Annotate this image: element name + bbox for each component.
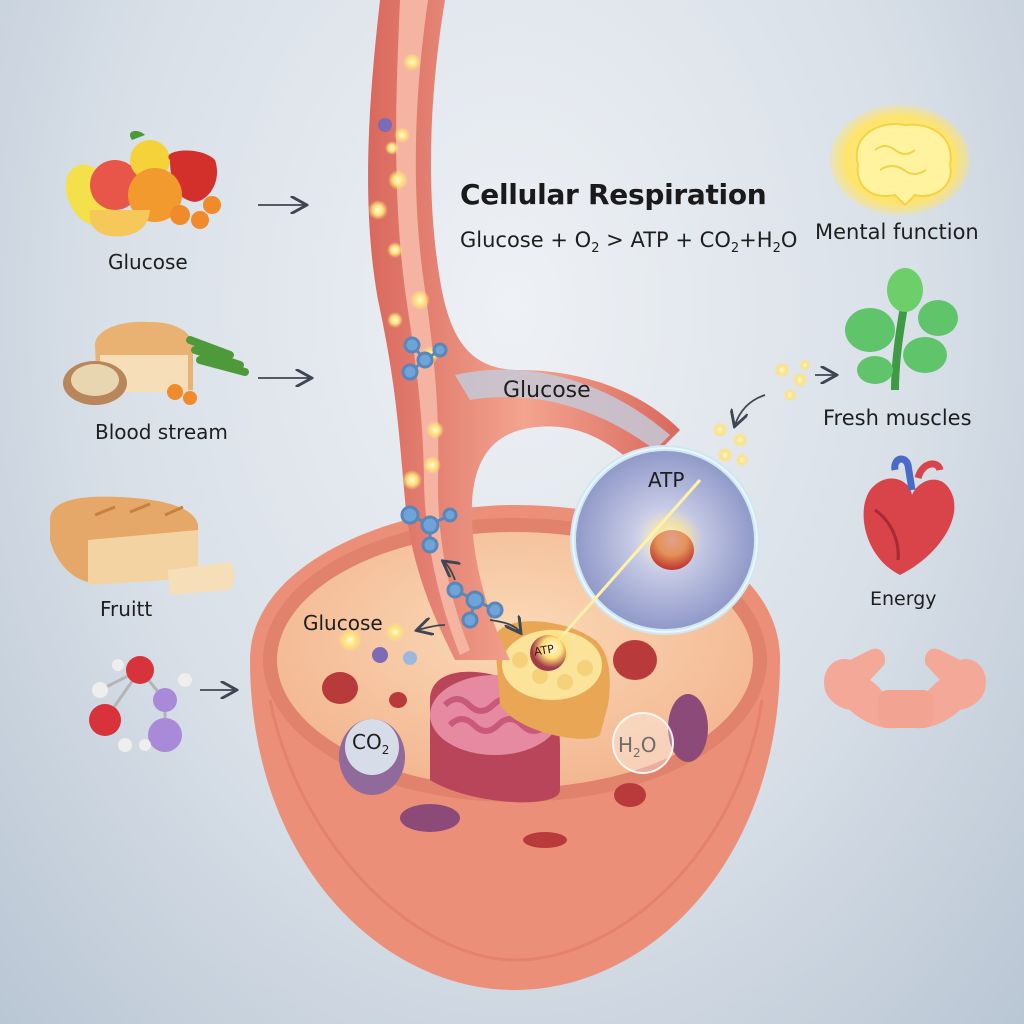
fruit-icon <box>65 130 221 237</box>
water-bubble <box>612 712 674 774</box>
glucose-molecule-icon <box>400 336 504 629</box>
eq-plus: + <box>739 228 757 252</box>
blood-vessel <box>368 0 680 660</box>
flow-arrows <box>200 205 835 690</box>
plant-icon <box>845 268 958 391</box>
molecule-icon <box>89 656 192 752</box>
eq-atp: ATP <box>630 228 669 252</box>
label-glucose: Glucose <box>108 250 188 274</box>
eq-plus: + <box>550 228 568 252</box>
atp-molecules <box>712 359 811 467</box>
eq-oxygen: O2 <box>574 228 600 257</box>
brain-icon <box>830 105 970 215</box>
label-fresh-muscles: Fresh muscles <box>823 406 972 430</box>
page-title: Cellular Respiration <box>460 178 767 211</box>
label-blood-stream: Blood stream <box>95 420 228 444</box>
eq-co2: CO2 <box>699 228 740 257</box>
atp-bubble-icon <box>532 445 760 668</box>
label-vessel-glucose: Glucose <box>503 378 591 403</box>
label-fruit: Fruitt <box>100 597 153 621</box>
label-co2: CO2 <box>352 730 390 757</box>
organelles <box>322 640 708 848</box>
heart-icon <box>863 455 955 575</box>
muscle-arms-icon <box>824 648 986 729</box>
label-cell-glucose: Glucose <box>303 611 383 635</box>
eq-glucose: Glucose <box>460 228 544 252</box>
bread-loaf-icon <box>50 496 235 595</box>
label-atp-bubble: ATP <box>648 468 685 492</box>
label-energy: Energy <box>870 588 937 610</box>
label-mental-function: Mental function <box>815 220 979 244</box>
eq-plus: + <box>675 228 693 252</box>
eq-h2o: H2O <box>756 228 798 257</box>
bread-vegetables-icon <box>63 321 249 405</box>
respiration-equation: Glucose + O2 > ATP + CO2+H2O <box>460 228 797 256</box>
eq-arrow: > <box>606 228 624 252</box>
